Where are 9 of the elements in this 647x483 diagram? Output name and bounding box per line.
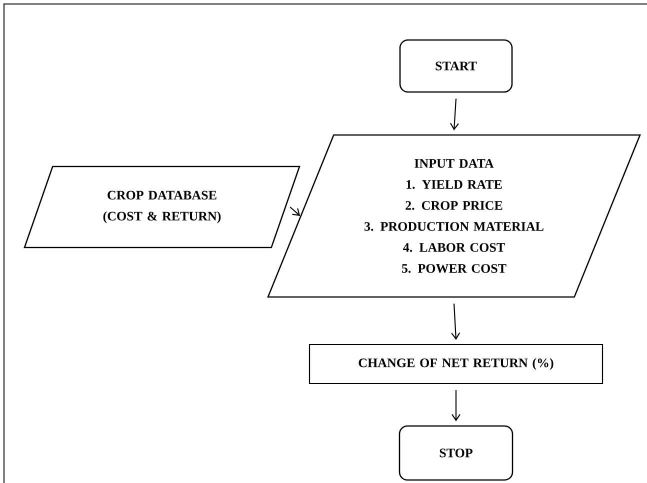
start-box: START bbox=[399, 39, 513, 93]
arrow bbox=[451, 304, 460, 340]
arrow bbox=[290, 206, 300, 216]
stop-box: STOP bbox=[398, 425, 514, 481]
database-parallelogram: CROP DATABASE (COST & RETURN) bbox=[24, 166, 300, 248]
input-parallelogram: INPUT DATA 1. YIELD RATE 2. CROP PRICE 3. PRODUCTION MATERIAL 4. LABOR COST 5. POWER COST bbox=[267, 134, 641, 298]
arrow bbox=[450, 98, 459, 130]
process-box: CHANGE OF NET RETURN (%) bbox=[308, 344, 604, 384]
arrow bbox=[452, 390, 460, 422]
